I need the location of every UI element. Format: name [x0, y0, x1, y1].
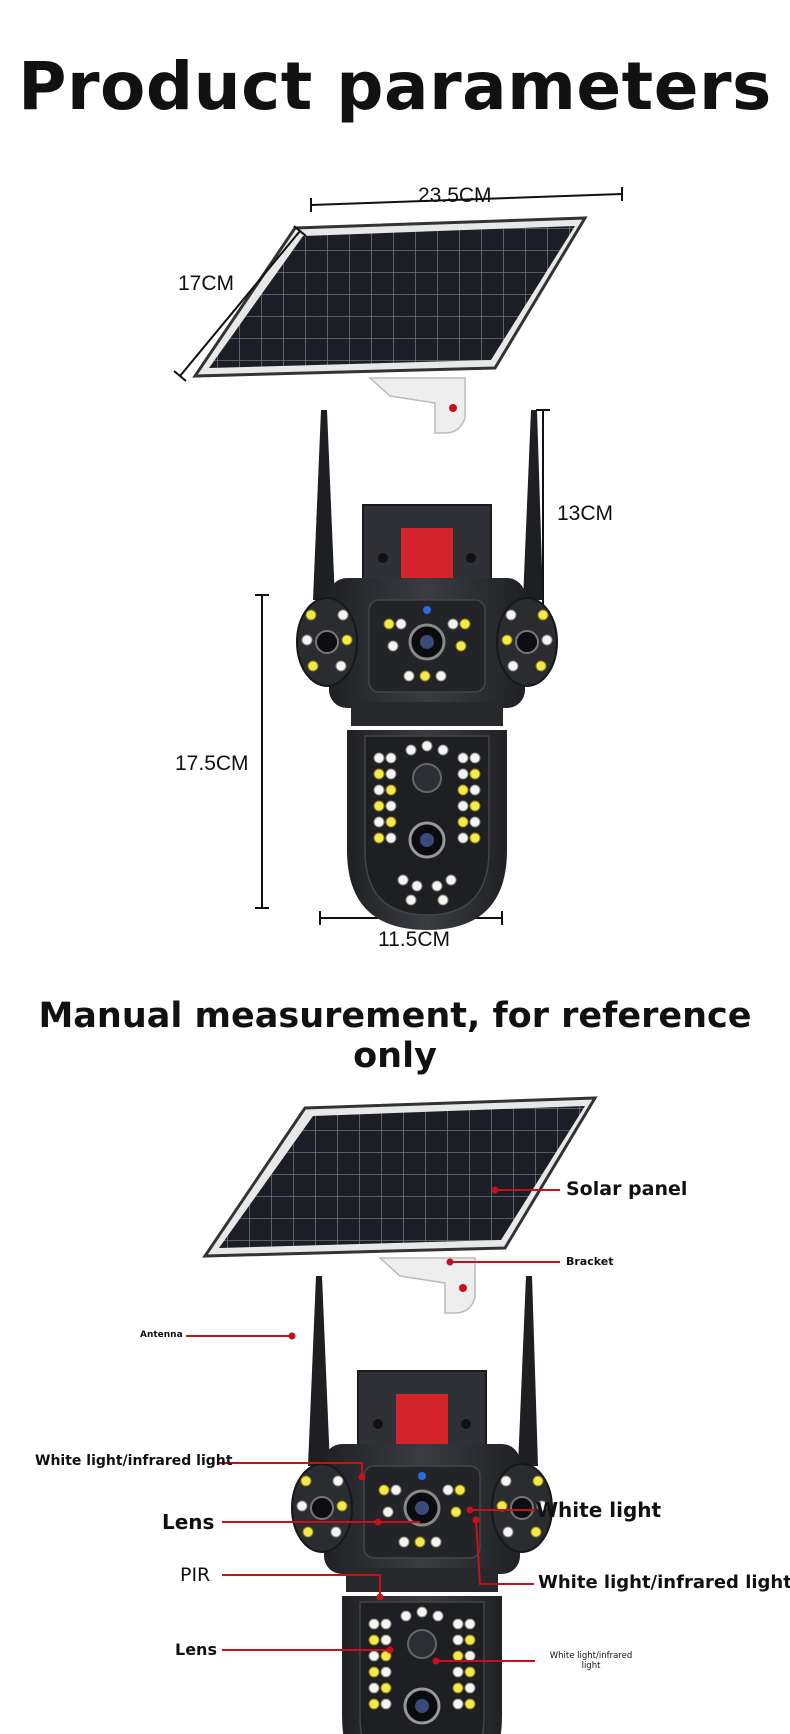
white-infrared-label-small: White light/infrared light [549, 1651, 633, 1671]
page-subtitle: Manual measurement, for reference only [38, 996, 752, 1076]
lens-label-top: Lens [162, 1510, 215, 1534]
solar-panel-top [193, 216, 587, 435]
panel-depth-label: 17CM [178, 272, 235, 295]
pir-label: PIR [180, 1564, 211, 1586]
white-infrared-label-left: White light/infrared light [35, 1453, 233, 1469]
body-width-label: 11.5CM [378, 928, 450, 951]
antenna-height-label: 13CM [557, 502, 614, 525]
camera-top [297, 410, 557, 930]
camera-bottom [292, 1276, 552, 1734]
antenna-label: Antenna [140, 1330, 183, 1340]
lens-label-bottom: Lens [175, 1640, 217, 1659]
body-height-label: 17.5CM [175, 752, 249, 775]
callout-lines [186, 1189, 560, 1662]
bracket-label: Bracket [566, 1255, 614, 1268]
callout-dots [288, 1186, 499, 1665]
white-infrared-label-right: White light/infrared light [538, 1572, 790, 1593]
solar-panel-bottom [203, 1096, 597, 1315]
white-light-label: White light [536, 1498, 662, 1522]
page-title: Product parameters [18, 48, 772, 125]
panel-width-label: 23.5CM [418, 184, 492, 207]
solar-panel-label: Solar panel [566, 1178, 688, 1200]
